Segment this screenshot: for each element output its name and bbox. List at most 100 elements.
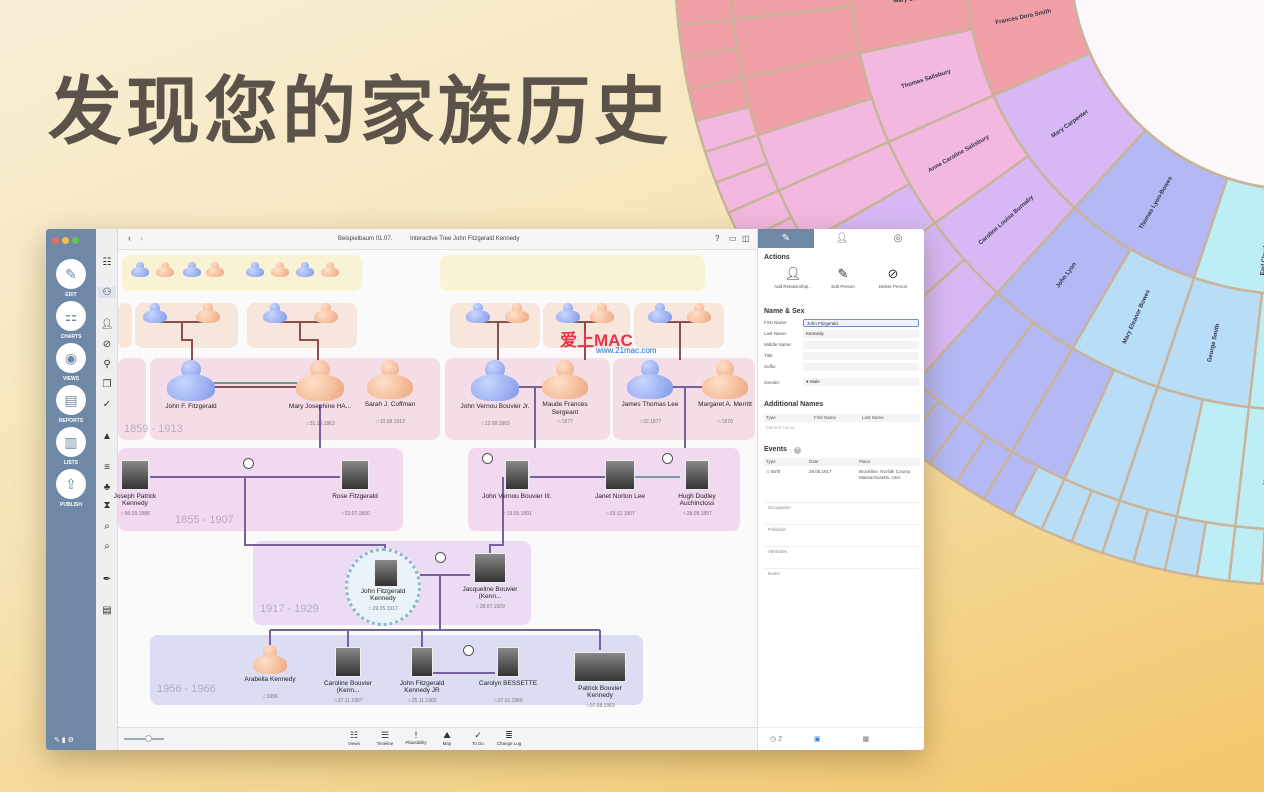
action-delete-person-button[interactable]: ⊘Delete Person <box>870 266 916 289</box>
list-icon[interactable]: ≡ <box>104 462 110 473</box>
sidebar-lists-button[interactable]: ▥ <box>56 427 86 457</box>
tab-person[interactable]: 👤︎ <box>835 233 849 244</box>
person-name[interactable]: Maude Frances Sergeant <box>542 401 588 416</box>
focus-person-node[interactable] <box>345 548 421 626</box>
person-name[interactable]: John Fitzgerald Kennedy <box>360 588 406 603</box>
person-name[interactable]: Margaret A. Merritt <box>698 401 752 409</box>
married-name-placeholder[interactable]: Married Name <box>766 425 795 430</box>
fan-segment[interactable] <box>675 0 735 27</box>
close-button[interactable] <box>52 237 59 244</box>
ancestor-avatar[interactable] <box>648 303 672 327</box>
person-name[interactable]: John Vernou Bouvier III. <box>482 493 552 500</box>
column-header[interactable]: Type <box>766 415 776 420</box>
tree-chart-icon[interactable]: ♣ <box>103 482 111 493</box>
person-avatar[interactable] <box>167 360 215 408</box>
tab-verify[interactable]: ◎ <box>893 233 903 244</box>
person-photo[interactable] <box>497 647 519 677</box>
field-input[interactable] <box>803 363 919 371</box>
person-name[interactable]: Caroline Bouvier (Kenn... <box>323 680 373 695</box>
field-input[interactable]: John Fitzgerald <box>803 319 919 327</box>
person-avatar[interactable] <box>627 360 673 406</box>
history-icon[interactable]: ◷ <box>770 736 777 743</box>
detail-row[interactable]: Notes <box>768 571 780 576</box>
person-name[interactable]: Rose Fitzgerald <box>332 493 378 500</box>
calendar-icon[interactable]: ▦ <box>862 736 870 743</box>
person-name[interactable]: Janet Norton Lee <box>595 493 645 500</box>
person-name[interactable]: John F. Fitzgerald <box>165 402 217 410</box>
ancestor-avatar[interactable] <box>321 262 339 280</box>
ancestor-avatar[interactable] <box>143 303 167 327</box>
ancestor-avatar[interactable] <box>687 303 711 327</box>
ancestor-avatar[interactable] <box>271 262 289 280</box>
person-photo[interactable] <box>474 553 506 583</box>
column-header[interactable]: Place <box>859 459 871 464</box>
field-input[interactable]: Kennedy <box>803 330 919 338</box>
person-name[interactable]: Patrick Bouvier Kennedy <box>578 685 622 700</box>
person-name[interactable]: Sarah J. Coffman <box>364 401 416 409</box>
ancestor-avatar[interactable] <box>206 262 224 280</box>
person-icon[interactable]: 👤︎ <box>100 319 114 330</box>
sidebar-charts-button[interactable]: ⚏ <box>56 301 86 331</box>
person-name[interactable]: James Thomas Lee <box>621 401 679 409</box>
tab-edit[interactable]: ✎ <box>758 229 814 248</box>
landscape-icon[interactable]: ▲ <box>102 431 112 442</box>
marriage-rings-icon[interactable] <box>463 645 474 656</box>
marriage-rings-icon[interactable] <box>435 552 446 563</box>
person-photo[interactable] <box>341 460 369 490</box>
ancestor-avatar[interactable] <box>556 303 580 327</box>
ancestor-avatar[interactable] <box>196 303 220 327</box>
person-photo[interactable] <box>121 460 149 490</box>
field-input[interactable] <box>803 341 919 349</box>
help-icon[interactable]: ? <box>715 234 720 243</box>
forward-button[interactable]: › <box>140 233 143 243</box>
hourglass-icon[interactable]: ⧗ <box>103 500 111 511</box>
person-name[interactable]: Joseph Patrick Kennedy <box>113 493 157 508</box>
sidebar-publish-button[interactable]: ⇪ <box>56 469 86 499</box>
ancestor-avatar[interactable] <box>156 262 174 280</box>
panel-toggle-icon[interactable]: ◫ <box>742 234 750 243</box>
toolbar-to-do-button[interactable]: ✓To Do <box>464 730 492 746</box>
person-avatar[interactable] <box>253 645 287 679</box>
toolbar-plausibility-button[interactable]: !Plausibility <box>402 730 430 745</box>
dropper-icon[interactable]: ✒ <box>102 574 112 585</box>
person-photo[interactable] <box>335 647 361 677</box>
zoom-slider[interactable] <box>124 735 164 742</box>
person-photo[interactable] <box>605 460 635 490</box>
person-avatar[interactable] <box>471 360 519 408</box>
gender-select[interactable]: ● Male <box>803 378 919 386</box>
person-photo[interactable] <box>411 647 433 677</box>
add-event-button[interactable]: + <box>794 447 801 454</box>
person-avatar[interactable] <box>542 360 588 406</box>
toolbar-change-log-button[interactable]: ≣Change Log <box>495 730 523 746</box>
media-icon[interactable]: ❐ <box>102 379 112 390</box>
pin-icon[interactable]: ⚲ <box>103 359 111 370</box>
person-photo[interactable] <box>505 460 529 490</box>
ancestor-avatar[interactable] <box>131 262 149 280</box>
toolbar-map-button[interactable]: ⛰Map <box>433 730 461 746</box>
column-header[interactable]: Date <box>809 459 819 464</box>
action-edit-person-button[interactable]: ✎Edit Person <box>820 266 866 289</box>
toolbar-timeline-button[interactable]: ☰Timeline <box>371 730 399 746</box>
ancestor-avatar[interactable] <box>246 262 264 280</box>
detail-row[interactable]: Attributes <box>768 549 788 554</box>
person-name[interactable]: Mary Josephine HA... <box>288 402 352 410</box>
toolbar-views-button[interactable]: ☷Views <box>340 730 368 746</box>
person-name[interactable]: John Vernou Bouvier Jr. <box>460 402 530 410</box>
person-name[interactable]: Hugh Dudley Auchincloss <box>678 493 716 508</box>
person-name[interactable]: Arabella Kennedy <box>244 675 296 683</box>
field-input[interactable] <box>803 352 919 360</box>
person-avatar[interactable] <box>296 360 344 408</box>
tree-icon[interactable]: ⚇ <box>98 287 116 298</box>
check-icon[interactable]: ✓ <box>102 399 112 410</box>
person-name[interactable]: John Fitzgerald Kennedy JR <box>399 680 445 695</box>
marriage-rings-icon[interactable] <box>243 458 254 469</box>
marriage-rings-icon[interactable] <box>662 453 673 464</box>
person-avatar[interactable] <box>367 360 413 406</box>
person-name[interactable]: Carolyn BESSETTE <box>478 680 538 687</box>
ancestor-avatar[interactable] <box>466 303 490 327</box>
ancestor-avatar[interactable] <box>590 303 614 327</box>
zoom-button[interactable] <box>72 237 79 244</box>
action-add-relationship-button[interactable]: 👤︎Add Relationship... <box>770 266 816 289</box>
ancestor-avatar[interactable] <box>183 262 201 280</box>
detail-row[interactable]: Politician <box>768 527 787 532</box>
